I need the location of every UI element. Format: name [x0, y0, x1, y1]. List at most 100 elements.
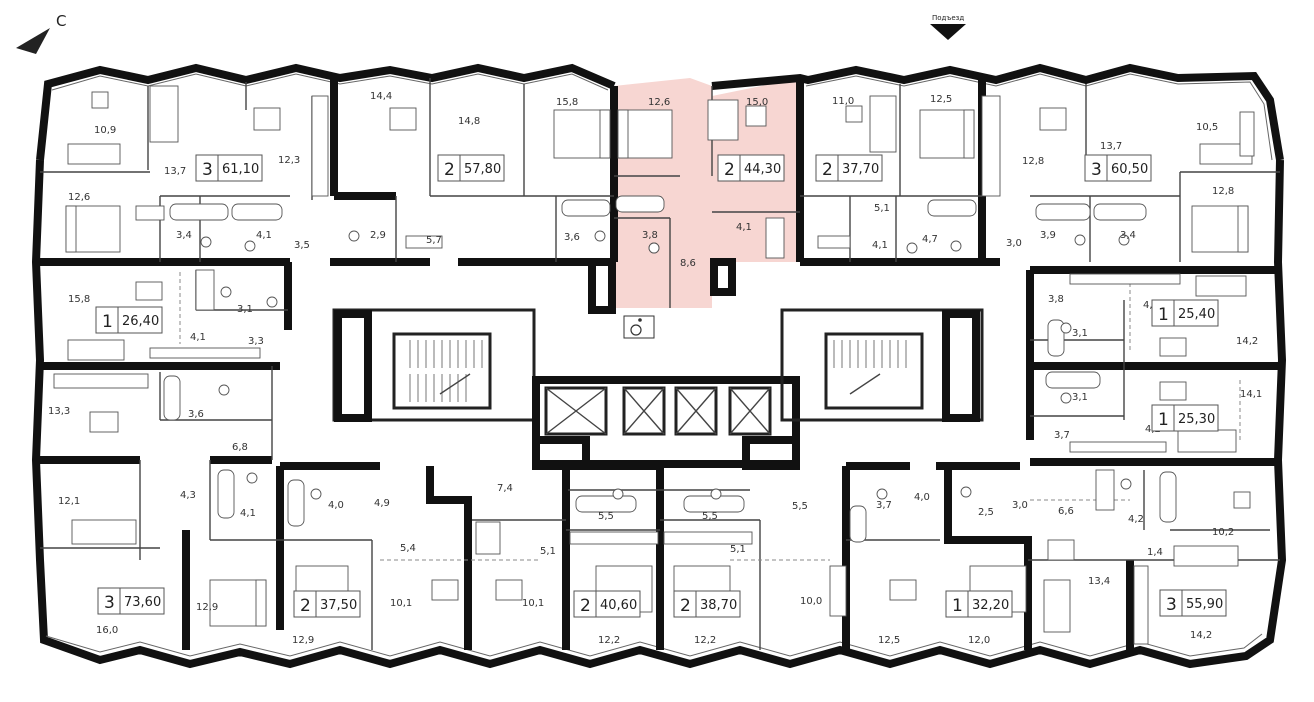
room-area: 5,5	[792, 501, 808, 512]
apartment-badge[interactable]: 1 32,20	[945, 590, 1013, 618]
room-area: 3,0	[1006, 238, 1022, 249]
apartment-area: 57,80	[464, 162, 501, 177]
room-area: 8,6	[680, 258, 696, 269]
room-area: 6,8	[232, 442, 248, 453]
outer-walls	[31, 63, 1287, 669]
room-area: 4,1	[256, 230, 272, 241]
apartment-badge[interactable]: 2 38,70	[673, 590, 741, 618]
apartment-rooms: 3	[1166, 595, 1177, 615]
room-area: 13,3	[48, 406, 70, 417]
room-area: 16,0	[96, 625, 118, 636]
apartment-area: 73,60	[124, 595, 161, 610]
apartment-badges: 3 61,10 2 57,80 2 44,30 2 37,70 3 60,50 …	[95, 154, 1227, 618]
room-area: 13,7	[1100, 141, 1122, 152]
apartment-rooms: 2	[822, 160, 833, 180]
apartment-badge-highlighted[interactable]: 2 44,30	[717, 154, 785, 182]
wheelchair-icon	[623, 315, 655, 339]
entrance-arrow-icon	[930, 24, 966, 40]
apartment-badge[interactable]: 3 55,90	[1159, 589, 1227, 617]
room-area: 11,0	[832, 96, 854, 107]
room-area: 13,4	[1088, 576, 1110, 587]
room-area: 4,3	[180, 490, 196, 501]
room-area: 10,0	[800, 596, 822, 607]
room-area: 4,2	[1143, 300, 1159, 311]
room-area: 2,9	[370, 230, 386, 241]
apartment-rooms: 2	[300, 596, 311, 616]
room-area: 12,3	[278, 155, 300, 166]
room-area: 3,7	[876, 500, 892, 511]
apartment-rooms: 2	[580, 596, 591, 616]
room-area: 2,5	[978, 507, 994, 518]
apartment-rooms: 2	[680, 596, 691, 616]
apartment-badge[interactable]: 1 25,40	[1151, 299, 1219, 327]
apartment-badge[interactable]: 1 26,40	[95, 306, 163, 334]
apartment-rooms: 1	[1158, 305, 1169, 325]
room-area: 12,8	[1022, 156, 1044, 167]
apartment-badge[interactable]: 2 40,60	[573, 590, 641, 618]
room-area: 14,2	[1190, 630, 1212, 641]
room-area: 14,2	[1236, 336, 1258, 347]
apartment-rooms: 1	[102, 312, 113, 332]
room-area: 15,0	[746, 97, 768, 108]
room-area: 3,8	[642, 230, 658, 241]
building-core	[332, 258, 984, 470]
room-area: 5,5	[598, 511, 614, 522]
room-area: 14,1	[1240, 389, 1262, 400]
room-area: 10,9	[94, 125, 116, 136]
apartment-area: 32,20	[972, 598, 1009, 613]
apartment-area: 60,50	[1111, 162, 1148, 177]
room-area: 13,7	[164, 166, 186, 177]
room-area: 12,2	[694, 635, 716, 646]
apartment-area: 61,10	[222, 162, 259, 177]
room-area: 4,7	[922, 234, 938, 245]
room-area: 12,5	[878, 635, 900, 646]
room-area: 10,1	[522, 598, 544, 609]
compass: С	[16, 12, 66, 54]
apartment-walls	[40, 78, 1280, 650]
room-area: 5,1	[874, 203, 890, 214]
apartment-badge[interactable]: 2 37,50	[293, 590, 361, 618]
apartment-badge[interactable]: 2 37,70	[815, 154, 883, 182]
room-area: 12,6	[648, 97, 670, 108]
entrance-label: Подъезд	[932, 14, 964, 22]
room-area: 4,1	[240, 508, 256, 519]
room-area: 12,8	[1212, 186, 1234, 197]
apartment-area: 40,60	[600, 598, 637, 613]
room-area: 3,1	[1072, 328, 1088, 339]
room-area: 3,4	[1120, 230, 1136, 241]
room-area: 12,1	[58, 496, 80, 507]
apartment-rooms: 3	[202, 160, 213, 180]
room-area: 3,7	[1054, 430, 1070, 441]
apartment-area: 44,30	[744, 162, 781, 177]
room-area: 14,8	[458, 116, 480, 127]
room-area: 10,2	[1212, 527, 1234, 538]
apartment-area: 37,70	[842, 162, 879, 177]
room-area: 4,1	[872, 240, 888, 251]
room-area: 10,1	[390, 598, 412, 609]
apartment-badge[interactable]: 3 73,60	[97, 587, 165, 615]
room-area: 5,4	[400, 543, 416, 554]
room-area: 15,8	[68, 294, 90, 305]
room-area: 5,7	[426, 235, 442, 246]
apartment-badge[interactable]: 3 61,10	[195, 154, 263, 182]
room-area: 12,5	[930, 94, 952, 105]
room-area: 15,8	[556, 97, 578, 108]
apartment-badge[interactable]: 3 60,50	[1084, 154, 1152, 182]
dashed-boundaries	[179, 272, 1241, 561]
apartment-badge[interactable]: 1 25,30	[1151, 404, 1219, 432]
room-area: 12,2	[598, 635, 620, 646]
room-area: 12,0	[968, 635, 990, 646]
room-area: 12,9	[292, 635, 314, 646]
apartment-badge[interactable]: 2 57,80	[437, 154, 505, 182]
room-area: 3,6	[564, 232, 580, 243]
apartment-area: 25,30	[1178, 412, 1215, 427]
room-area: 4,1	[190, 332, 206, 343]
room-area: 3,1	[237, 304, 253, 315]
furniture	[53, 85, 1255, 645]
room-area: 4,2	[1128, 514, 1144, 525]
room-area: 3,5	[294, 240, 310, 251]
room-area: 4,1	[736, 222, 752, 233]
room-area: 7,4	[497, 483, 513, 494]
apartment-area: 37,50	[320, 598, 357, 613]
